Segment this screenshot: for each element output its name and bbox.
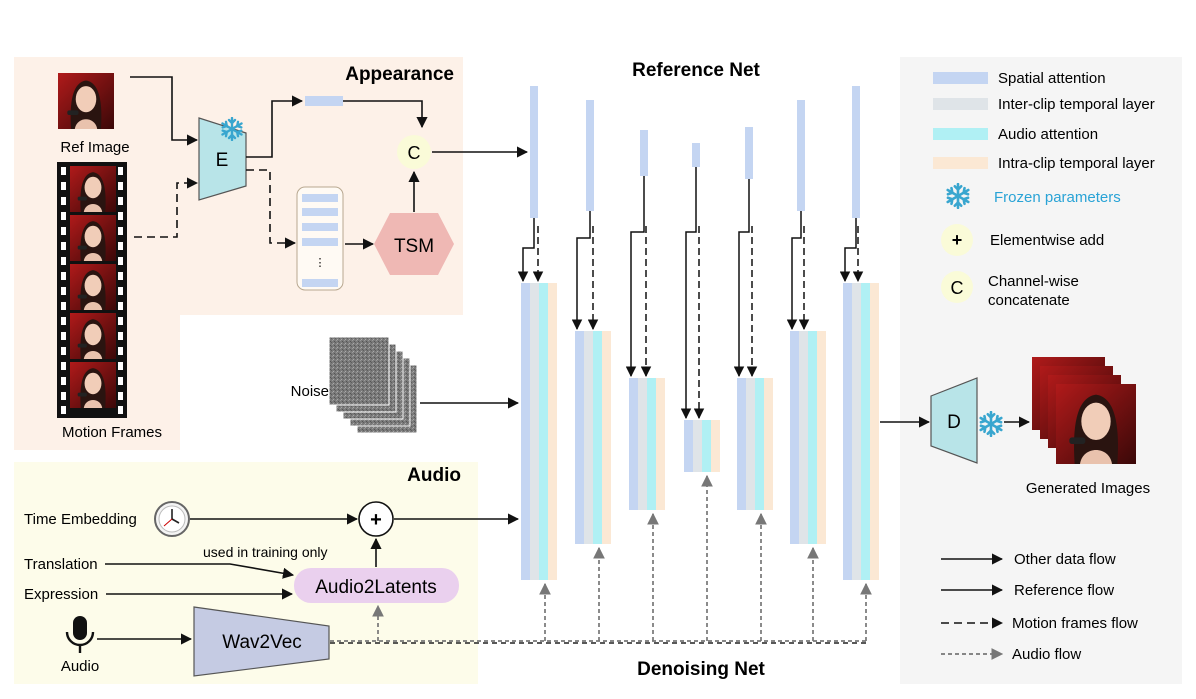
denoising-net-title: Denoising Net (637, 659, 765, 680)
legend-audio-attn-label: Audio attention (998, 126, 1098, 143)
ref-latent-token (305, 96, 343, 106)
generated-images-label: Generated Images (1026, 480, 1150, 497)
denoising-net-blocks (521, 283, 879, 580)
motion-frames-label: Motion Frames (62, 424, 162, 441)
encoder-to-latent-arrow (246, 95, 304, 158)
time-embedding-label: Time Embedding (24, 511, 137, 528)
legend-concat-symbol: C (951, 278, 964, 298)
audio-input-label: Audio (61, 658, 99, 675)
legend-concat-label-1: Channel-wise (988, 273, 1079, 290)
microphone-icon (65, 616, 95, 653)
legend-intra-clip-label: Intra-clip temporal layer (998, 155, 1155, 172)
legend-other-flow-label: Other data flow (1014, 551, 1116, 568)
legend: Spatial attention Inter-clip temporal la… (933, 70, 1155, 663)
legend-inter-clip-label: Inter-clip temporal layer (998, 96, 1155, 113)
decoder-block (930, 377, 978, 464)
token-ellipsis: ⋮ (315, 257, 326, 269)
translation-label: Translation (24, 556, 98, 573)
motion-frames-strip (57, 162, 127, 418)
tsm-label: TSM (394, 236, 434, 257)
decoder-label: D (947, 412, 961, 433)
translation-arrow (105, 563, 295, 579)
audio-flow-arrows (330, 474, 872, 642)
ref-image-label: Ref Image (60, 139, 129, 156)
legend-spatial-label: Spatial attention (998, 70, 1106, 87)
training-only-note: used in training only (203, 544, 328, 560)
legend-swatch-spatial (933, 72, 988, 84)
legend-reference-flow-label: Reference flow (1014, 582, 1114, 599)
concat-node (397, 135, 431, 169)
legend-frozen-label: Frozen parameters (994, 189, 1121, 206)
reference-net-title: Reference Net (632, 60, 760, 81)
legend-audio-flow-label: Audio flow (1012, 646, 1081, 663)
clock-icon (154, 501, 190, 537)
noise-label: Noise (291, 383, 329, 400)
reference-flow-arrows (517, 167, 857, 420)
tsm-block (374, 213, 454, 275)
expression-label: Expression (24, 586, 98, 603)
appearance-title: Appearance (345, 64, 454, 85)
noise-stack (328, 336, 418, 434)
motion-flow-arrows (532, 226, 864, 420)
legend-swatch-intra-clip (933, 157, 988, 169)
motion-token-stack (296, 186, 344, 291)
legend-add-symbol: + (952, 230, 963, 250)
concat-label: C (408, 143, 421, 163)
ref-image (58, 73, 114, 129)
legend-swatch-audio-attn (933, 128, 988, 140)
legend-add-label: Elementwise add (990, 232, 1104, 249)
legend-motion-flow-label: Motion frames flow (1012, 615, 1138, 632)
encoder-label: E (216, 150, 229, 171)
ref-to-encoder-arrow (130, 76, 199, 146)
add-node (358, 501, 394, 537)
motion-to-encoder-arrow (134, 177, 199, 238)
audio2latents-label: Audio2Latents (315, 577, 437, 598)
legend-add-icon (941, 224, 973, 256)
add-label: + (370, 509, 382, 531)
wav2vec-block (193, 606, 330, 677)
latent-to-concat-arrow (343, 100, 428, 129)
encoder-to-motion-tokens-arrow (246, 169, 297, 249)
audio2latents-block (294, 568, 459, 603)
legend-swatch-inter-clip (933, 98, 988, 110)
reference-net-blocks (530, 86, 860, 218)
legend-concat-icon (941, 271, 973, 303)
wav2vec-label: Wav2Vec (222, 632, 302, 653)
audio-title: Audio (407, 465, 461, 486)
legend-concat-label-2: concatenate (988, 292, 1070, 309)
